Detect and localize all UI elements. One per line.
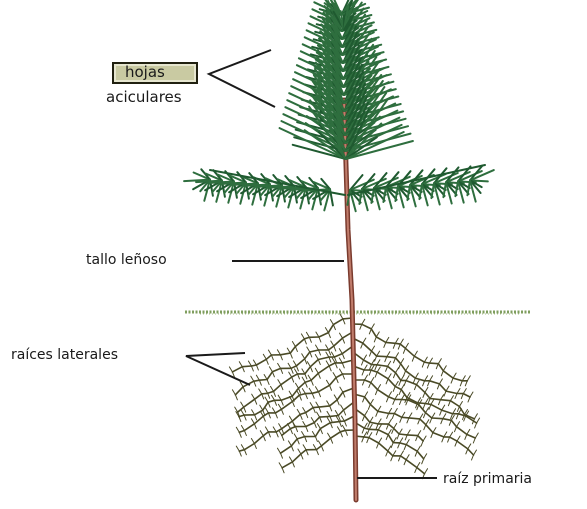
raiz-primaria-label: raíz primaria	[443, 471, 532, 488]
aciculares-label: aciculares	[106, 89, 182, 106]
leader-lines	[186, 50, 437, 478]
ground-line	[185, 312, 530, 314]
needle-leaves	[184, 0, 494, 211]
hojas-leader	[209, 50, 275, 107]
raices-leader	[186, 353, 250, 385]
hojas-label: hojas	[125, 64, 165, 81]
tallo-label: tallo leñoso	[86, 252, 167, 269]
raices-laterales-label: raíces laterales	[11, 347, 118, 364]
